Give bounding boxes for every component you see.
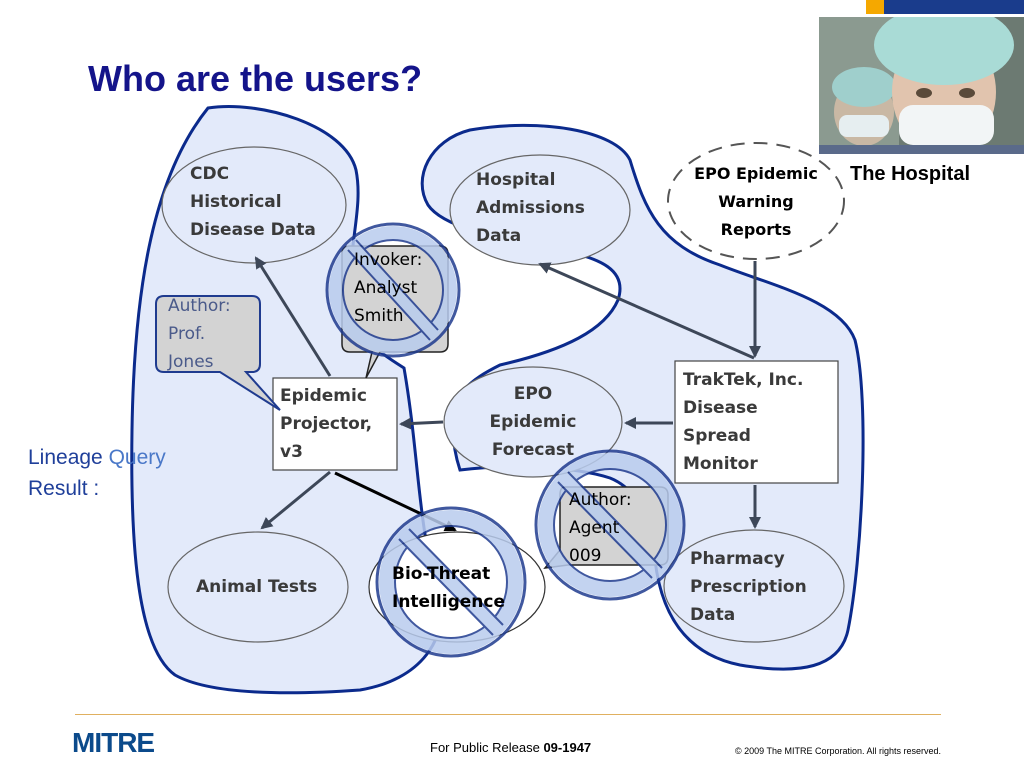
node-projector-label: Epidemic Projector, v3 — [280, 386, 373, 462]
node-pharmacy-ellipse — [663, 529, 845, 643]
photo-caption: The Hospital — [850, 163, 971, 185]
node-epo-forecast-ellipse — [443, 366, 623, 478]
footer-divider — [75, 714, 941, 715]
hospital-staff-photo — [819, 17, 1024, 154]
prohibit-icon-biothreat — [375, 506, 527, 658]
release-prefix: For Public Release — [430, 740, 544, 755]
lineage-query-result-label: Lineage Query Result : — [28, 442, 166, 504]
callout-invoker-smith-label: Invoker: Analyst Smith — [354, 250, 423, 326]
node-pharmacy-label: Pharmacy Prescription Data — [690, 549, 807, 625]
arrow-projector-to-animal — [260, 470, 331, 530]
lineage-label-highlight: Query — [108, 446, 166, 469]
release-number: 09-1947 — [543, 740, 592, 755]
arrow-forecast-to-projector — [399, 417, 444, 430]
prohibit-icon-smith — [325, 222, 461, 358]
node-epo-warning-label: EPO Epidemic Warning Reports — [694, 164, 818, 239]
node-animal-ellipse — [167, 531, 349, 643]
mitre-logo: MITRE — [72, 727, 155, 758]
node-epo-forecast-label: EPO Epidemic Forecast — [489, 384, 577, 460]
node-traktek-label: TrakTek, Inc. Disease Spread Monitor — [683, 370, 804, 474]
prohibit-icon-agent — [534, 449, 686, 601]
node-projector-box — [272, 377, 398, 471]
lineage-label-part2: Result : — [28, 477, 100, 500]
node-traktek-box — [674, 360, 839, 484]
callout-author-jones-shape — [155, 295, 281, 411]
callout-author-agent-label: Author: Agent 009 — [569, 490, 632, 566]
node-epo-warning-ellipse — [667, 142, 845, 260]
node-hospital-label: Hospital Admissions Data — [476, 170, 585, 246]
node-animal-label: Animal Tests — [196, 577, 318, 597]
corner-accent-blue — [884, 0, 1024, 14]
node-cdc-label: CDC Historical Disease Data — [190, 164, 316, 240]
corner-accent-orange — [866, 0, 884, 14]
arrow-projector-to-cdc — [254, 256, 332, 377]
slide-title: Who are the users? — [88, 58, 423, 99]
public-release-notice: For Public Release 09-1947 — [430, 740, 591, 755]
lineage-label-part1: Lineage — [28, 446, 109, 469]
node-cdc-ellipse — [161, 146, 347, 264]
node-biothreat-label: Bio-Threat Intelligence — [392, 564, 505, 612]
callout-author-jones-label: Author: Prof. Jones — [168, 296, 231, 372]
copyright-notice: © 2009 The MITRE Corporation. All rights… — [735, 746, 942, 756]
arrow-traktek-to-hospital — [538, 262, 755, 360]
